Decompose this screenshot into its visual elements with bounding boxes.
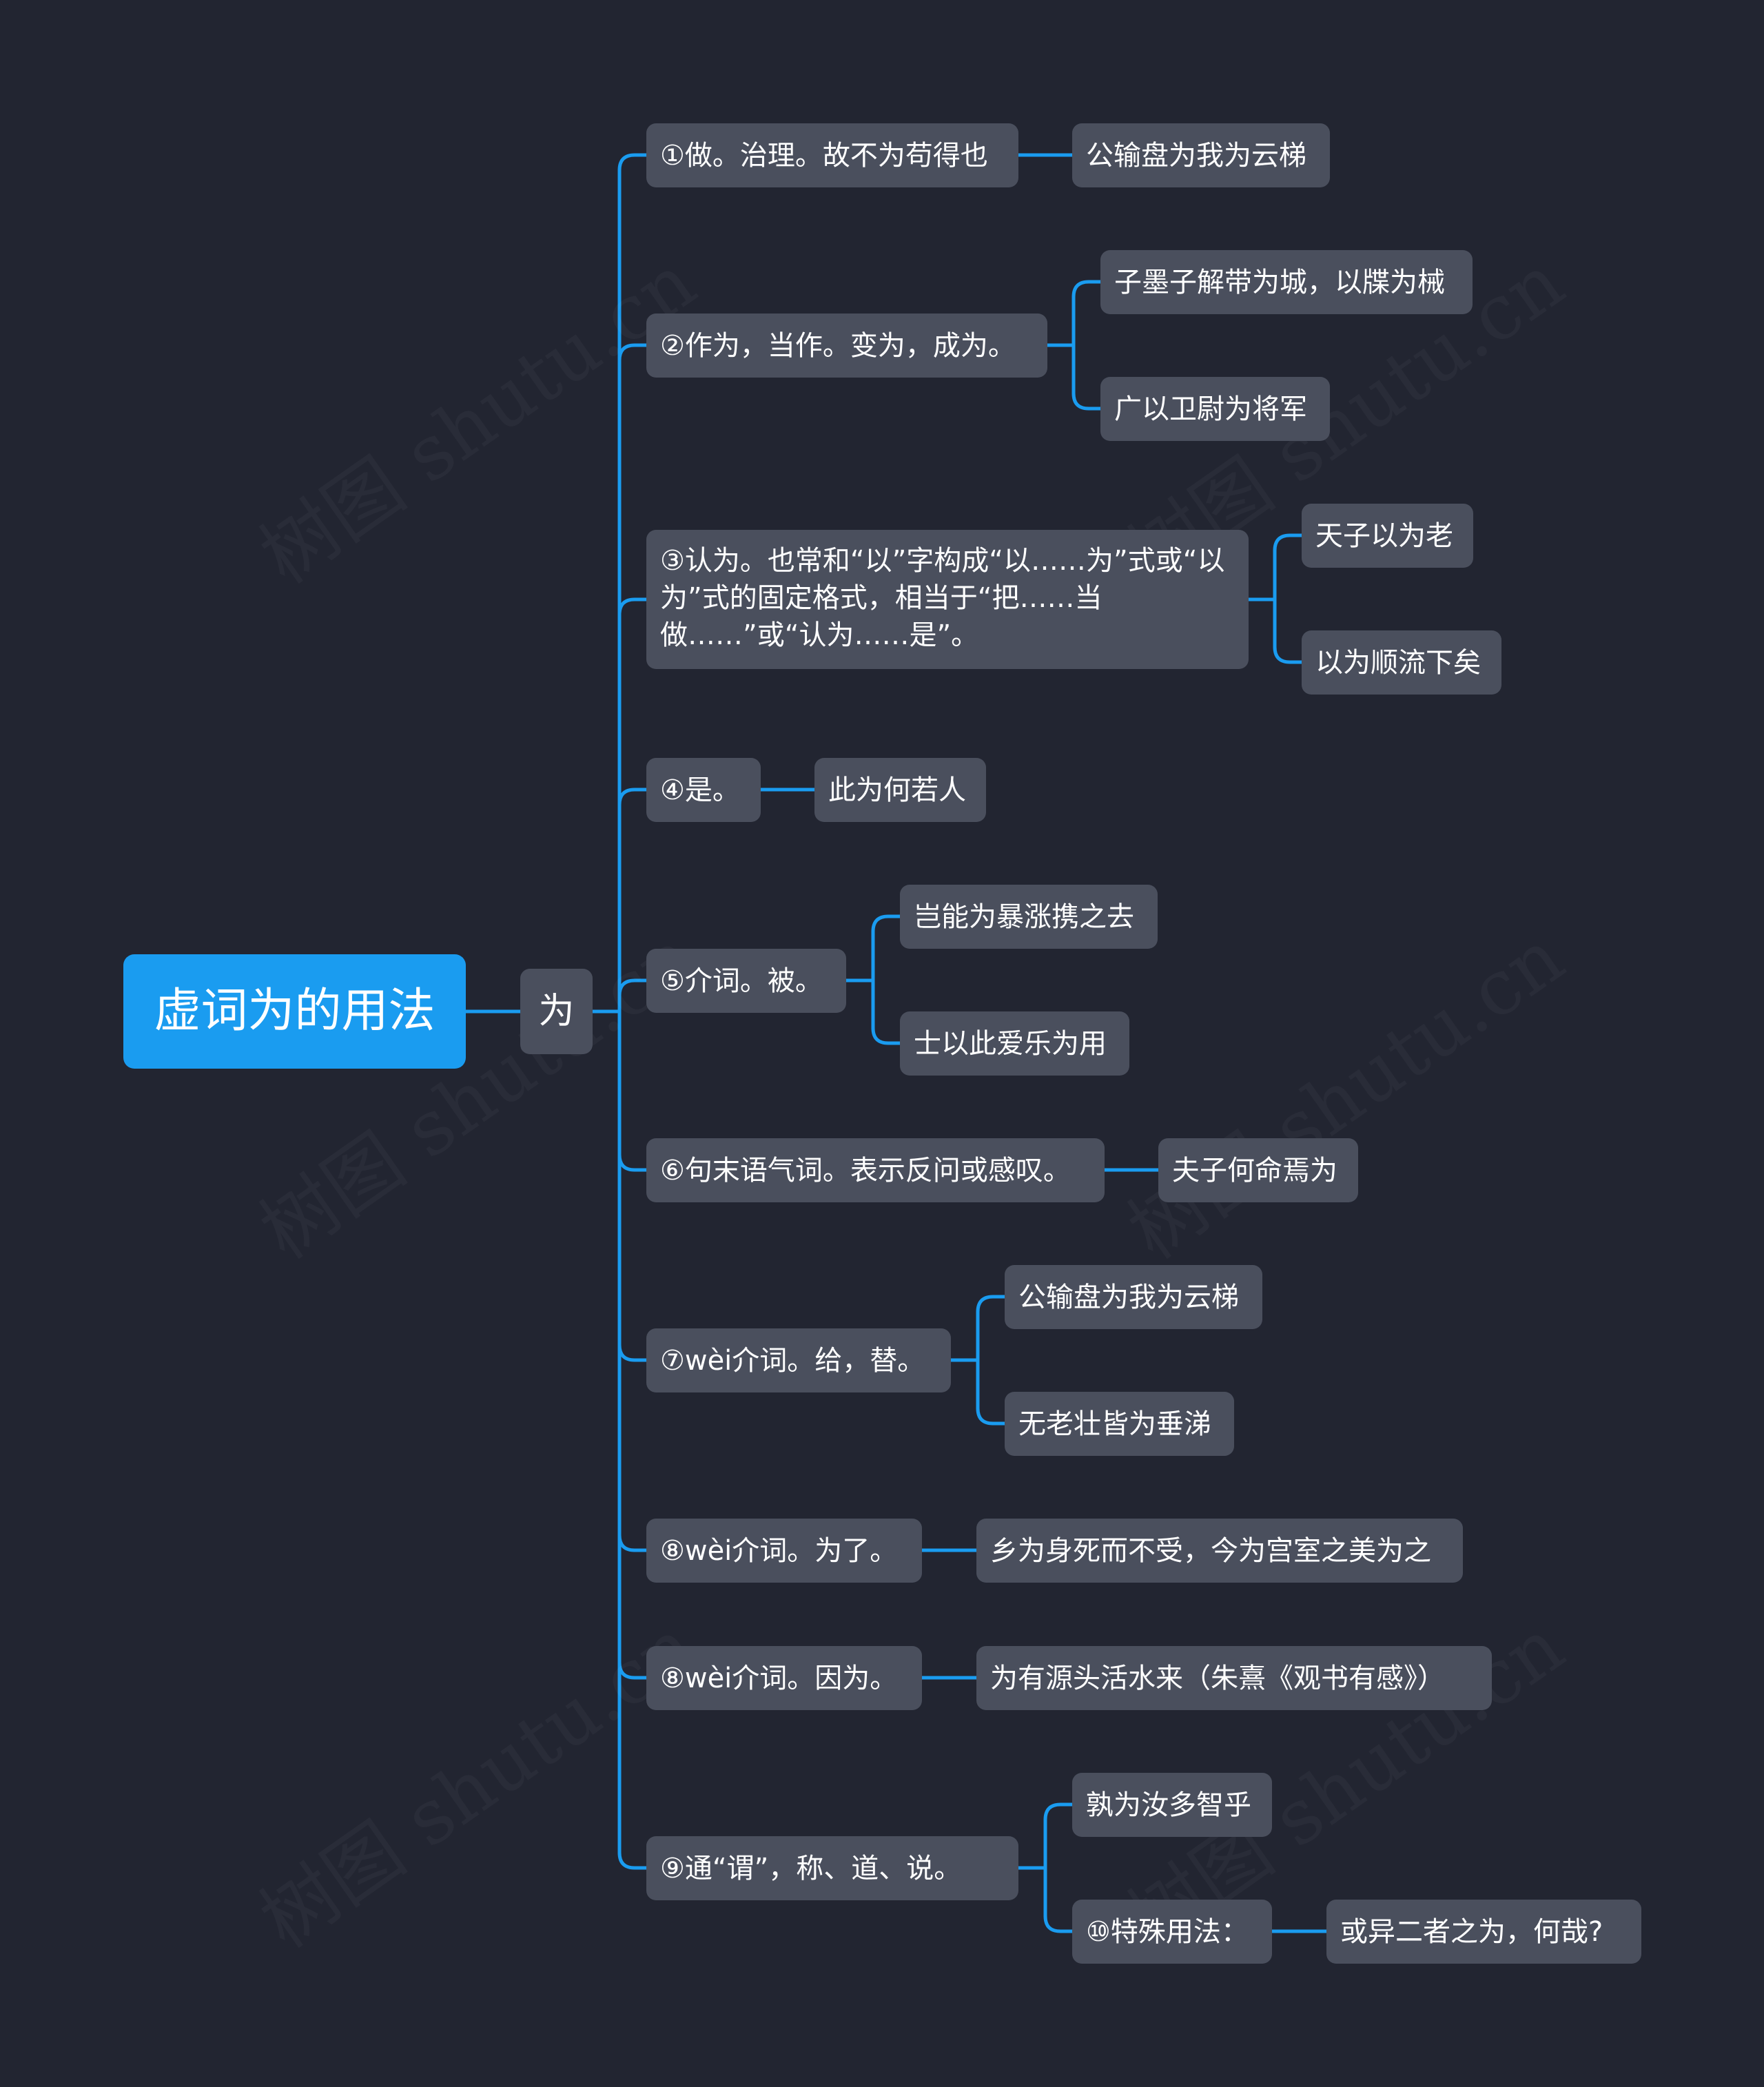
root-node[interactable]: 虚词为的用法: [123, 954, 466, 1069]
branch-node-10[interactable]: ⑨通“谓”，称、道、说。: [646, 1836, 1018, 1900]
connector-line: [1071, 280, 1102, 299]
branch-node-1[interactable]: ①做。治理。故不为苟得也: [646, 123, 1018, 187]
connector-line: [617, 1661, 648, 1680]
connector-line: [1273, 533, 1304, 553]
connector-line: [617, 1533, 648, 1552]
branch-node-3[interactable]: ③认为。也常和“以”字构成“以……为”式或“以为”式的固定格式，相当于“把……当…: [646, 530, 1249, 669]
connector-line: [617, 153, 648, 172]
branch-node-6[interactable]: ⑥句末语气词。表示反问或感叹。: [646, 1138, 1105, 1202]
connector-line: [976, 1406, 1007, 1426]
connector-line: [617, 343, 648, 362]
connector-line: [617, 1851, 648, 1870]
leaf-node[interactable]: 以为顺流下矣: [1302, 630, 1501, 695]
connector-line: [617, 1153, 648, 1172]
leaf-node[interactable]: 乡为身死而不受，今为宫室之美为之: [976, 1519, 1463, 1583]
leaf-node[interactable]: 孰为汝多智乎: [1072, 1773, 1272, 1837]
connector-line: [871, 914, 902, 934]
leaf-node[interactable]: 为有源头活水来（朱熹《观书有感》）: [976, 1646, 1492, 1710]
special-usage-example[interactable]: 或异二者之为，何哉?: [1326, 1900, 1641, 1964]
special-usage-node[interactable]: ⑩特殊用法：: [1072, 1900, 1272, 1964]
connector-line: [1043, 1802, 1074, 1822]
leaf-node[interactable]: 无老壮皆为垂涕: [1005, 1392, 1234, 1456]
connector-line: [1043, 1914, 1074, 1933]
connector-line: [617, 597, 648, 617]
connector-line: [1071, 391, 1102, 411]
leaf-node[interactable]: 岂能为暴涨携之去: [900, 885, 1158, 949]
branch-node-9[interactable]: ⑧wèi介词。因为。: [646, 1646, 922, 1710]
connector-line: [976, 1295, 1007, 1314]
connector-line: [871, 1026, 902, 1045]
connector-line: [617, 788, 648, 807]
connector-line: [617, 1343, 648, 1362]
hub-node[interactable]: 为: [520, 969, 593, 1054]
branch-node-2[interactable]: ②作为，当作。变为，成为。: [646, 313, 1047, 378]
leaf-node[interactable]: 公输盘为我为云梯: [1005, 1265, 1262, 1329]
leaf-node[interactable]: 公输盘为我为云梯: [1072, 123, 1330, 187]
branch-node-7[interactable]: ⑦wèi介词。给，替。: [646, 1328, 951, 1392]
connector-line: [1273, 645, 1304, 664]
branch-node-4[interactable]: ④是。: [646, 758, 761, 822]
leaf-node[interactable]: 子墨子解带为城，以牒为械: [1100, 250, 1473, 314]
leaf-node[interactable]: 士以此爱乐为用: [900, 1011, 1129, 1076]
branch-node-5[interactable]: ⑤介词。被。: [646, 949, 846, 1013]
connector-line: [617, 978, 648, 998]
branch-node-8[interactable]: ⑧wèi介词。为了。: [646, 1519, 922, 1583]
leaf-node[interactable]: 夫子何命焉为: [1158, 1138, 1358, 1202]
leaf-node[interactable]: 广以卫尉为将军: [1100, 377, 1330, 441]
leaf-node[interactable]: 此为何若人: [814, 758, 986, 822]
leaf-node[interactable]: 天子以为老: [1302, 504, 1473, 568]
